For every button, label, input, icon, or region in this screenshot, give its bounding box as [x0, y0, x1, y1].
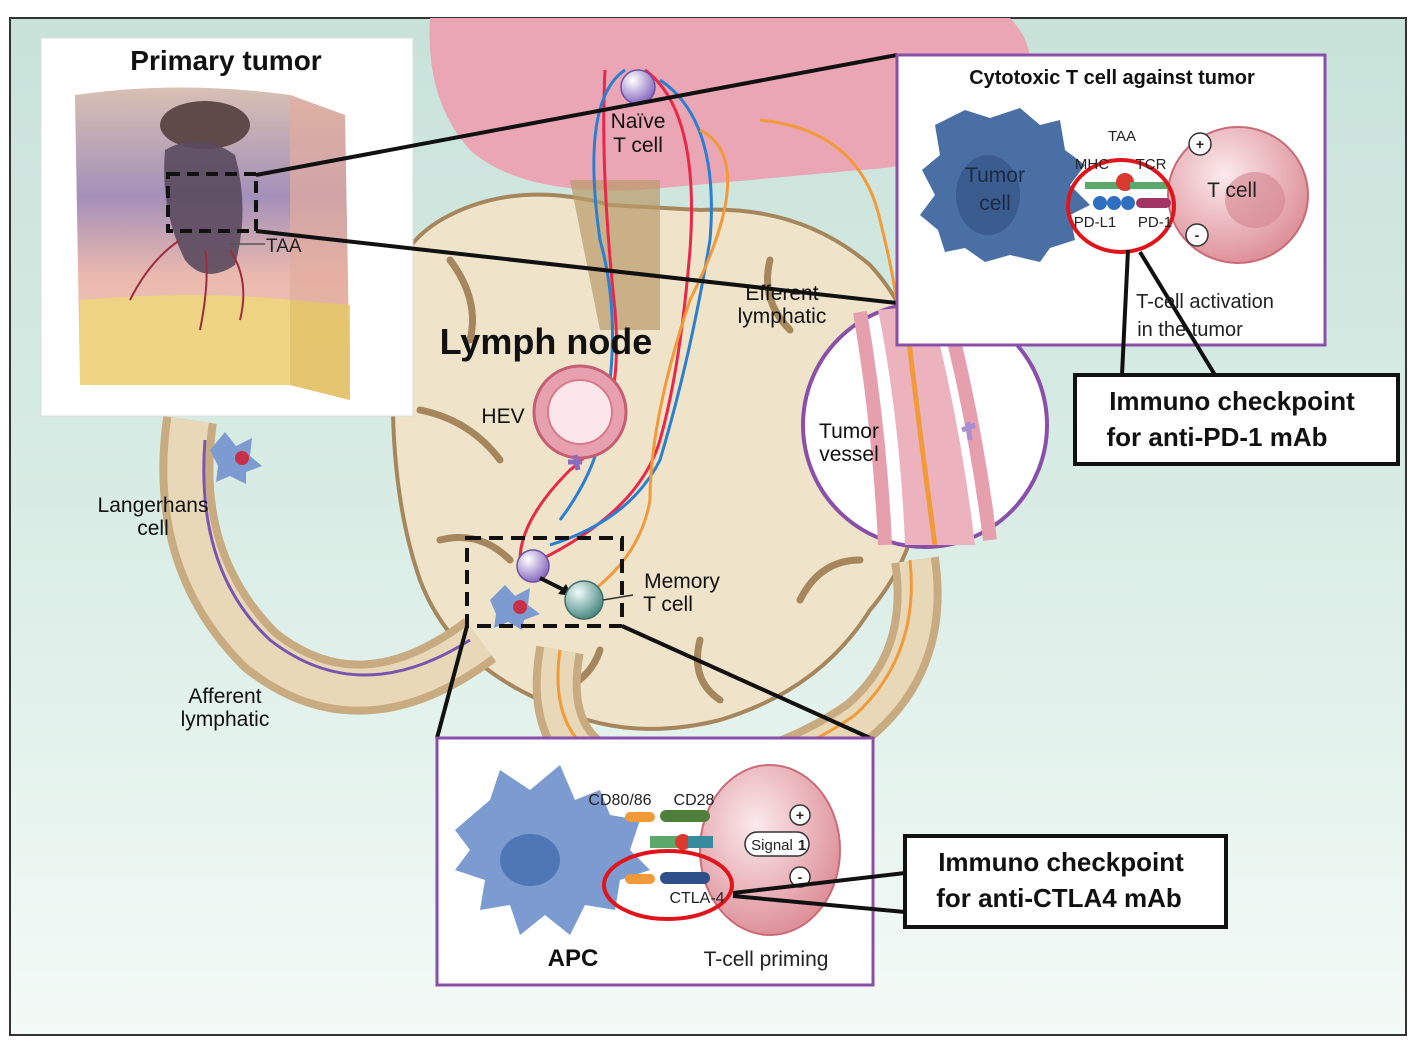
afferent-lymphatic-label-2: lymphatic [181, 708, 270, 731]
cytotoxic-caption-1: T-cell activation [1136, 291, 1274, 313]
naive-t-cell-label-1: Naïve [611, 110, 666, 133]
red-migration-path-b [539, 68, 694, 562]
tumor-tissue-mass [429, 18, 1030, 191]
afferent-lymphatic-label-1: Afferent [188, 685, 261, 708]
pd1-callout-pointer-b [1138, 250, 1217, 377]
priming-zoom-box [465, 536, 624, 628]
afferent-lymphatic-inner [167, 417, 492, 707]
lymph-node-title: Lymph node [440, 321, 653, 362]
langerhans-cell [210, 432, 262, 484]
priming-zoom-line-left [435, 625, 469, 739]
mhc-tcr-pair [650, 834, 713, 850]
cd80-ctla4-pair [625, 872, 710, 884]
plus-signal-text: + [1196, 136, 1204, 152]
plus-signal-icon [1188, 132, 1212, 156]
ctla4-callout-pointer-b [732, 894, 906, 914]
cytotoxic-caption-2: in the tumor [1137, 319, 1243, 341]
ctla4-callout-line-1: Immuno checkpoint [938, 847, 1184, 877]
dendritic-cell-node [490, 585, 540, 630]
cytotoxic-panel-title: Cytotoxic T cell against tumor [969, 67, 1255, 89]
cytotoxic-t-cell-nucleus [1225, 172, 1285, 228]
primary-tumor-title: Primary tumor [130, 45, 321, 76]
efferent-lymphatic-label-2: lymphatic [738, 305, 827, 328]
priming-minus-text: - [798, 869, 803, 885]
t-cell-label: T cell [1207, 179, 1257, 202]
pd1-callout-line-2: for anti-PD-1 mAb [1107, 422, 1328, 452]
ctla4-callout-box [903, 834, 1228, 929]
efferent-lymphatic-vessel [570, 180, 660, 330]
afferent-flow-line [202, 439, 471, 677]
memory-t-cell-label-1: Memory [644, 570, 720, 593]
pdl1-pd1-complex [1093, 196, 1171, 210]
tumor-cell-label-2: cell [979, 192, 1011, 215]
priming-caption: T-cell priming [704, 948, 829, 971]
activated-t-cell [516, 549, 550, 583]
red-migration-path [518, 69, 619, 561]
cd80-label: CD80/86 [588, 792, 651, 809]
taa-label: TAA [266, 236, 302, 257]
apc-label: APC [548, 945, 599, 972]
mhc-tcr-complex [1085, 173, 1170, 191]
naive-t-cell [620, 69, 656, 105]
zoom-line-bottom [255, 229, 898, 305]
ctla4-highlight-circle [602, 849, 734, 921]
pd1-callout-line-1: Immuno checkpoint [1109, 386, 1355, 416]
priming-zoom-line-right [621, 624, 871, 740]
pdl1-label: PD-L1 [1074, 214, 1117, 231]
cd28-label: CD28 [674, 792, 715, 809]
mhc-label: MHC [1075, 156, 1109, 173]
minus-signal-icon [1185, 223, 1209, 247]
apc-nucleus [500, 834, 560, 886]
naive-t-cell-label-2: T cell [613, 134, 663, 157]
blue-migration-path-a [558, 68, 626, 521]
priming-plus-text: + [796, 807, 804, 823]
pd1-label: PD-1 [1138, 214, 1172, 231]
cd80-cd28-pair [625, 810, 710, 822]
signal-number: 1 [798, 837, 806, 854]
tumor-cell-nucleus [956, 155, 1020, 235]
zoom-line-top [255, 53, 898, 177]
tumor-vessel-zoom [801, 301, 1049, 549]
langerhans-label-1: Langerhans [98, 494, 209, 517]
signal-label: Signal [751, 837, 793, 854]
ctla4-callout-line-2: for anti-CTLA4 mAb [936, 883, 1182, 913]
ctla4-callout-pointer-a [732, 871, 906, 895]
hev-label: HEV [481, 405, 524, 428]
tcr-label: TCR [1136, 156, 1167, 173]
skin-block [75, 87, 350, 400]
hev-vessel [532, 364, 628, 471]
blue-migration-path-b [549, 78, 713, 547]
ctla4-label: CTLA-4 [669, 890, 724, 907]
taa-small-label: TAA [1108, 128, 1136, 145]
minus-signal-text: - [1195, 227, 1200, 243]
tumor-vessel-label-2: vessel [819, 443, 879, 466]
langerhans-label-2: cell [137, 517, 169, 540]
pd1-callout-box [1073, 373, 1400, 466]
tumor-cell-label-1: Tumor [965, 164, 1025, 187]
orange-flow-path [579, 128, 730, 602]
tumor-zoom-box [166, 172, 258, 233]
memory-t-cell-pointer [602, 594, 634, 601]
pd1-callout-pointer-a [1120, 249, 1130, 376]
efferent-lymphatic-label-1: Efferent [745, 282, 818, 305]
priming-plus-icon [789, 804, 811, 826]
memory-t-cell [564, 580, 604, 620]
memory-t-cell-label-2: T cell [643, 593, 693, 616]
tumor-vessel-label-1: Tumor [819, 420, 879, 443]
pd1-highlight-circle [1066, 158, 1176, 254]
signal-1-badge [744, 831, 810, 857]
